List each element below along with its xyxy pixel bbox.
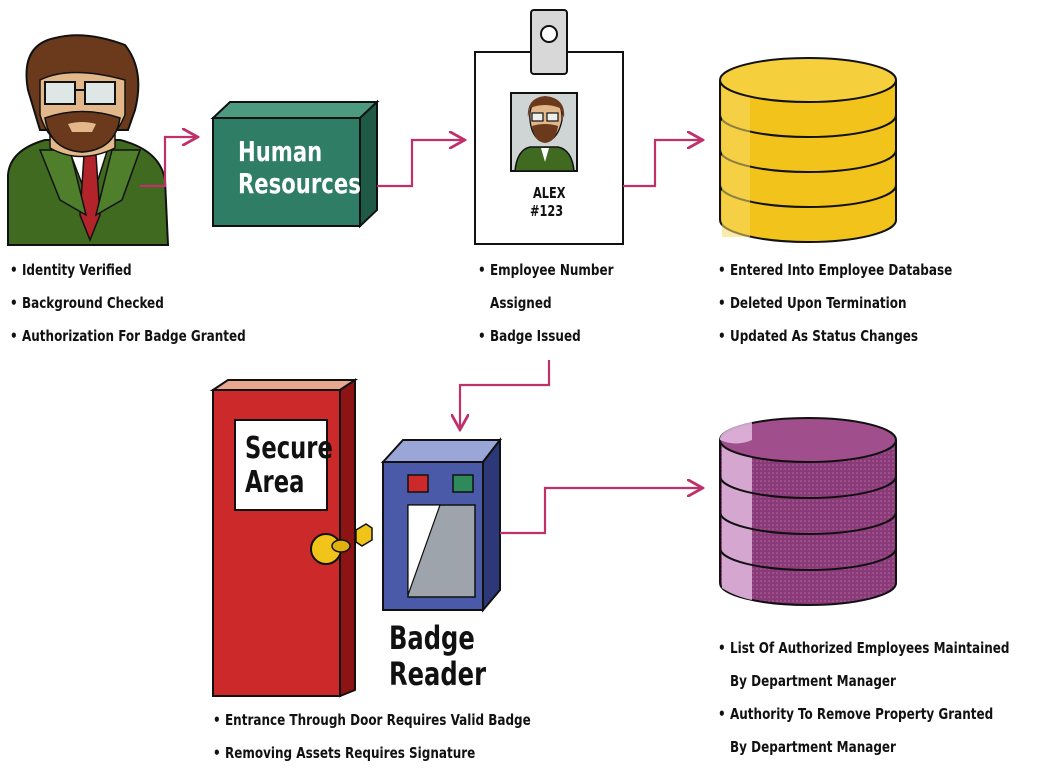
- caption-line: Badge Issued: [478, 320, 614, 353]
- caption-line: Assigned: [490, 294, 552, 312]
- badge-caption: Employee Number Assigned Badge Issued: [478, 254, 614, 353]
- caption-line: Employee Number: [478, 254, 614, 287]
- caption-line: List Of Authorized Employees Maintained: [718, 632, 1009, 665]
- id-badge-icon: [474, 9, 624, 245]
- secure-area-sign: Secure Area: [245, 432, 333, 500]
- hr-label-line2: Resources: [238, 167, 361, 200]
- caption-line: Updated As Status Changes: [718, 320, 952, 353]
- hr-label-line1: Human: [238, 135, 323, 168]
- caption-line: By Department Manager: [730, 672, 896, 690]
- caption-line: Authorization For Badge Granted: [10, 320, 246, 353]
- secure-area-line1: Secure: [245, 431, 333, 466]
- caption-line: Background Checked: [10, 287, 246, 320]
- badge-reader-label: Badge Reader: [389, 620, 486, 692]
- secure-door-icon: [209, 378, 373, 698]
- hr-box-icon: [210, 99, 380, 229]
- caption-line: Authority To Remove Property Granted: [718, 698, 1009, 731]
- secure-area-line2: Area: [245, 465, 305, 500]
- employee-database-icon: [719, 57, 897, 243]
- badge-reader-line2: Reader: [389, 655, 486, 693]
- caption-line: Entered Into Employee Database: [718, 254, 952, 287]
- person-caption: Identity Verified Background Checked Aut…: [10, 254, 246, 353]
- caption-line: Removing Assets Requires Signature: [213, 737, 531, 769]
- badge-number: #123: [530, 202, 564, 220]
- authorized-list-caption: List Of Authorized Employees Maintained …: [718, 632, 1009, 764]
- database-caption: Entered Into Employee Database Deleted U…: [718, 254, 952, 353]
- caption-line: Deleted Upon Termination: [718, 287, 952, 320]
- badge-reader-icon: [380, 437, 503, 613]
- caption-line: Entrance Through Door Requires Valid Bad…: [213, 704, 531, 737]
- door-caption: Entrance Through Door Requires Valid Bad…: [213, 704, 531, 769]
- caption-line: By Department Manager: [730, 738, 896, 756]
- badge-name: ALEX: [533, 184, 566, 202]
- hr-label: Human Resources: [238, 136, 361, 200]
- authorized-list-database-icon: [719, 417, 897, 606]
- badge-reader-line1: Badge: [389, 619, 475, 657]
- caption-line: Identity Verified: [10, 254, 246, 287]
- employee-portrait-icon: [7, 34, 170, 246]
